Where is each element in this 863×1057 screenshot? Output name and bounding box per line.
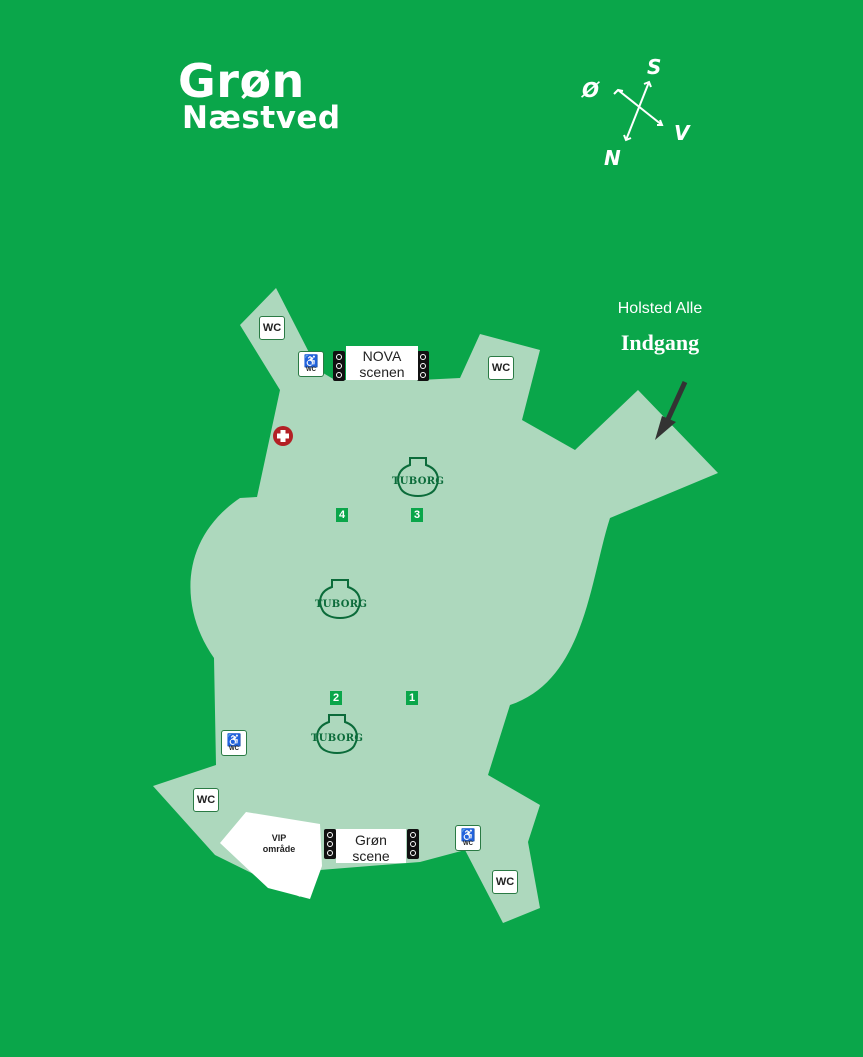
map-title: Grøn [178,54,305,108]
speaker-icon [333,351,345,381]
wheelchair-icon: ♿ [303,353,319,368]
wheelchair-icon: ♿ [226,732,242,747]
speaker-icon [417,351,429,381]
nova-stage-line1: NOVA [362,348,402,364]
festival-area-shape [153,288,718,923]
map-subtitle: Næstved [182,100,341,136]
entrance-label: Indgang [620,330,700,355]
entrance-arrow-icon [655,416,676,440]
nova-stage[interactable]: NOVA scenen [346,346,418,380]
compass-east: Ø [582,78,600,102]
compass-north: N [604,146,621,170]
accessible-wc-icon[interactable]: ♿ WC [221,730,247,756]
vip-line2: område [262,844,296,854]
compass-west: V [674,121,690,145]
wc-icon[interactable]: WC [488,356,514,380]
vip-area-shape [220,812,322,899]
speaker-icon [407,829,419,859]
nova-stage-line2: scenen [359,364,405,380]
tuborg-bar-label[interactable]: TUBORG [311,733,364,744]
wc-icon[interactable]: WC [492,870,518,894]
compass-south: S [647,55,662,79]
marker-2[interactable]: 2 [330,691,342,705]
accessible-wc-icon[interactable]: ♿ WC [298,351,324,377]
beer-bottle-icon [319,579,361,619]
gron-stage-line1: Grøn [355,832,387,848]
wc-icon[interactable]: WC [193,788,219,812]
tuborg-bar-label[interactable]: TUBORG [315,599,368,610]
beer-bottle-icon [316,714,358,754]
compass-arrows-icon [613,80,664,142]
wheelchair-icon: ♿ [460,827,476,842]
marker-1[interactable]: 1 [406,691,418,705]
speaker-icon [324,829,336,859]
marker-4[interactable]: 4 [336,508,348,522]
marker-3[interactable]: 3 [411,508,423,522]
accessible-wc-icon[interactable]: ♿ WC [455,825,481,851]
vip-area-label[interactable]: VIP område [254,833,304,855]
wc-icon[interactable]: WC [259,316,285,340]
gron-stage-line2: scene [352,848,390,864]
street-label: Holsted Alle [617,300,703,317]
beer-bottle-icon [397,457,439,497]
tuborg-bar-label[interactable]: TUBORG [392,476,445,487]
vip-line1: VIP [271,833,287,843]
gron-stage[interactable]: Grøn scene [336,829,406,864]
